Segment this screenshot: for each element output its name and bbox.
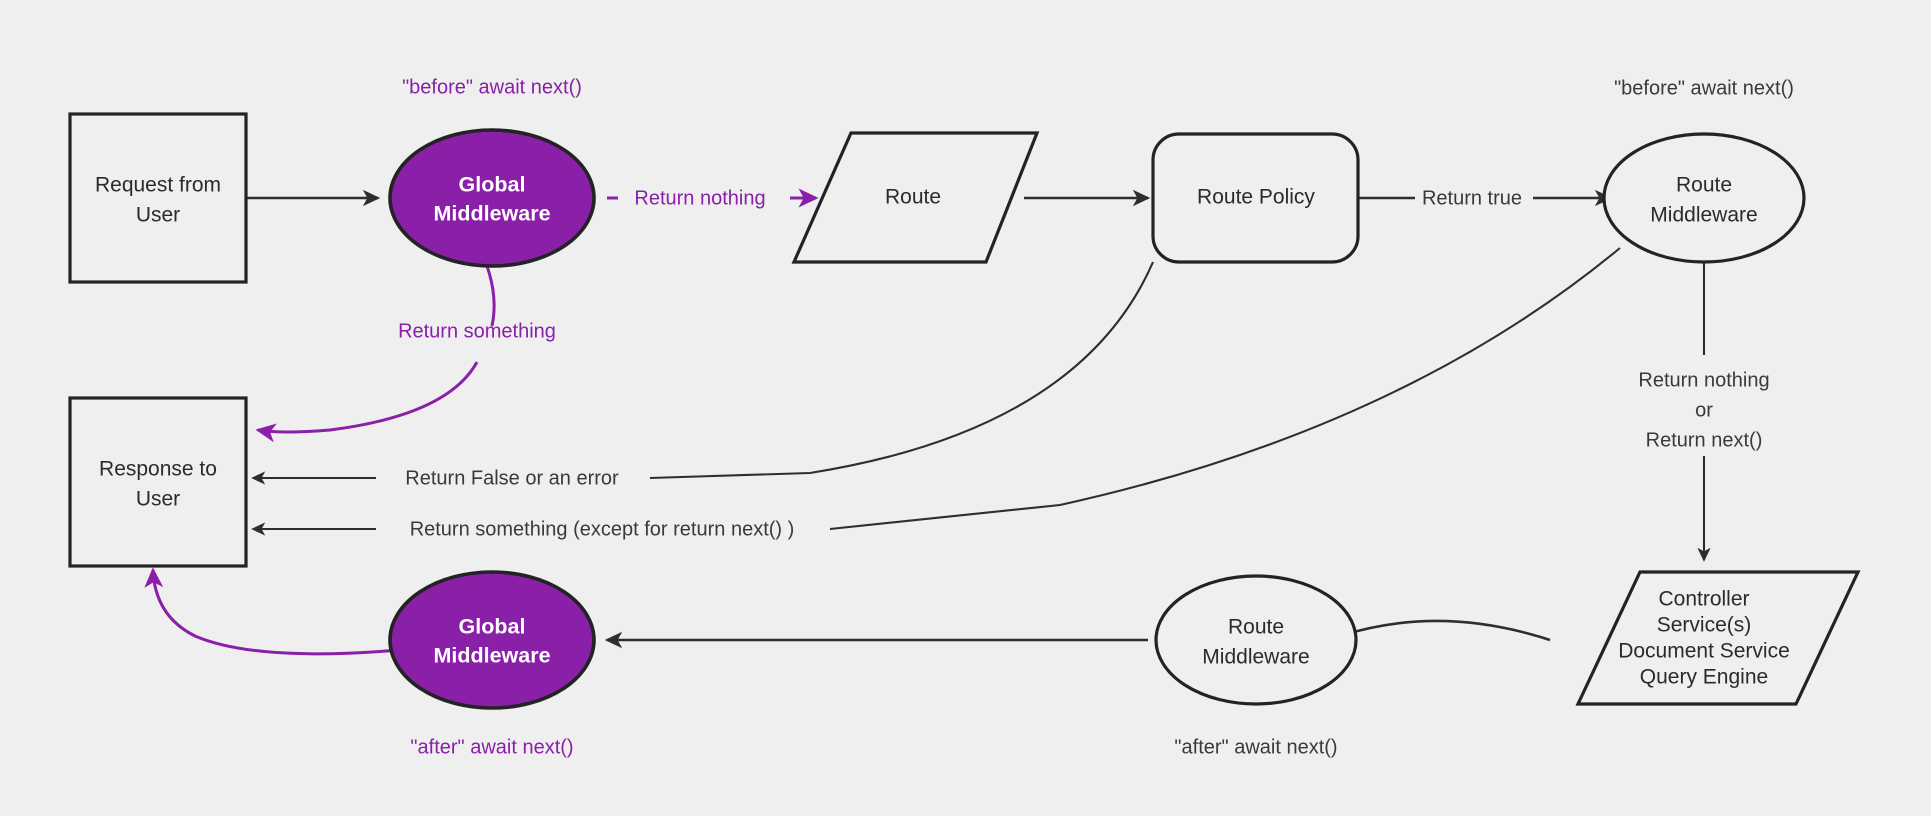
route-middleware-bottom-label-line1: Route xyxy=(1228,616,1284,639)
response-to-user-shape xyxy=(68,396,248,568)
controller-services-label-line2: Service(s) xyxy=(1657,614,1752,637)
edge-label-return-nothing-or-next-line2: or xyxy=(1695,399,1713,421)
request-from-user-label-line2: User xyxy=(136,204,180,227)
node-route-policy[interactable]: Route Policy xyxy=(1151,132,1360,264)
edge-route-policy-return-false-curve xyxy=(649,261,1154,480)
global-middleware-top-label-line1: Global xyxy=(459,173,526,197)
response-to-user-label-line1: Response to xyxy=(99,458,217,481)
edge-label-return-something-except-next: Return something (except for return next… xyxy=(410,518,795,540)
node-response-to-user[interactable]: Response to User xyxy=(68,396,248,568)
controller-services-label-line4: Query Engine xyxy=(1640,666,1768,689)
edge-label-return-nothing: Return nothing xyxy=(634,187,765,209)
global-middleware-top-shape xyxy=(388,128,596,268)
request-from-user-label-line1: Request from xyxy=(95,174,221,197)
node-request-from-user[interactable]: Request from User xyxy=(68,112,248,284)
edge-label-return-something: Return something xyxy=(398,320,556,342)
node-route-middleware-top[interactable]: Route Middleware xyxy=(1602,132,1806,264)
note-before-await-next-route: "before" await next() xyxy=(1614,77,1794,99)
global-middleware-bottom-label-line1: Global xyxy=(459,615,526,639)
node-global-middleware-bottom[interactable]: Global Middleware xyxy=(388,570,596,710)
route-middleware-top-shape xyxy=(1602,132,1806,264)
note-before-await-next-global: "before" await next() xyxy=(402,76,582,98)
request-from-user-shape xyxy=(68,112,248,284)
node-route-middleware-bottom[interactable]: Route Middleware xyxy=(1154,574,1358,706)
route-middleware-bottom-label-line2: Middleware xyxy=(1202,646,1309,669)
route-policy-label: Route Policy xyxy=(1197,186,1315,209)
response-to-user-label-line2: User xyxy=(136,488,180,511)
node-route[interactable]: Route xyxy=(791,131,1040,264)
edge-label-return-true: Return true xyxy=(1422,187,1522,209)
note-after-await-next-route: "after" await next() xyxy=(1174,736,1337,758)
global-middleware-bottom-label-line2: Middleware xyxy=(433,644,550,668)
edge-global-middleware-return-something-to-response xyxy=(255,361,479,443)
edge-global-middleware-bottom-to-response xyxy=(144,567,422,656)
global-middleware-bottom-shape xyxy=(388,570,596,710)
controller-services-label-line3: Document Service xyxy=(1618,640,1790,663)
node-global-middleware-top[interactable]: Global Middleware xyxy=(388,128,596,268)
route-label: Route xyxy=(885,186,941,209)
controller-services-shape xyxy=(1575,570,1861,706)
note-after-await-next-global: "after" await next() xyxy=(410,736,573,758)
edge-global-middleware-return-something-upper xyxy=(485,265,496,327)
node-controller-services[interactable]: Controller Service(s) Document Service Q… xyxy=(1575,570,1861,706)
route-middleware-bottom-shape xyxy=(1154,574,1358,706)
edge-label-return-nothing-or-next-line3: Return next() xyxy=(1646,429,1763,451)
edge-label-return-nothing-or-next-line1: Return nothing xyxy=(1638,369,1769,391)
route-policy-shape xyxy=(1151,132,1360,264)
route-middleware-top-label-line2: Middleware xyxy=(1650,204,1757,227)
route-shape xyxy=(791,131,1040,264)
controller-services-label-line1: Controller xyxy=(1658,588,1749,611)
route-middleware-top-label-line1: Route xyxy=(1676,174,1732,197)
edge-route-middleware-return-something-curve xyxy=(829,247,1621,531)
edge-label-return-false-or-error: Return False or an error xyxy=(405,467,619,489)
global-middleware-top-label-line2: Middleware xyxy=(433,202,550,226)
